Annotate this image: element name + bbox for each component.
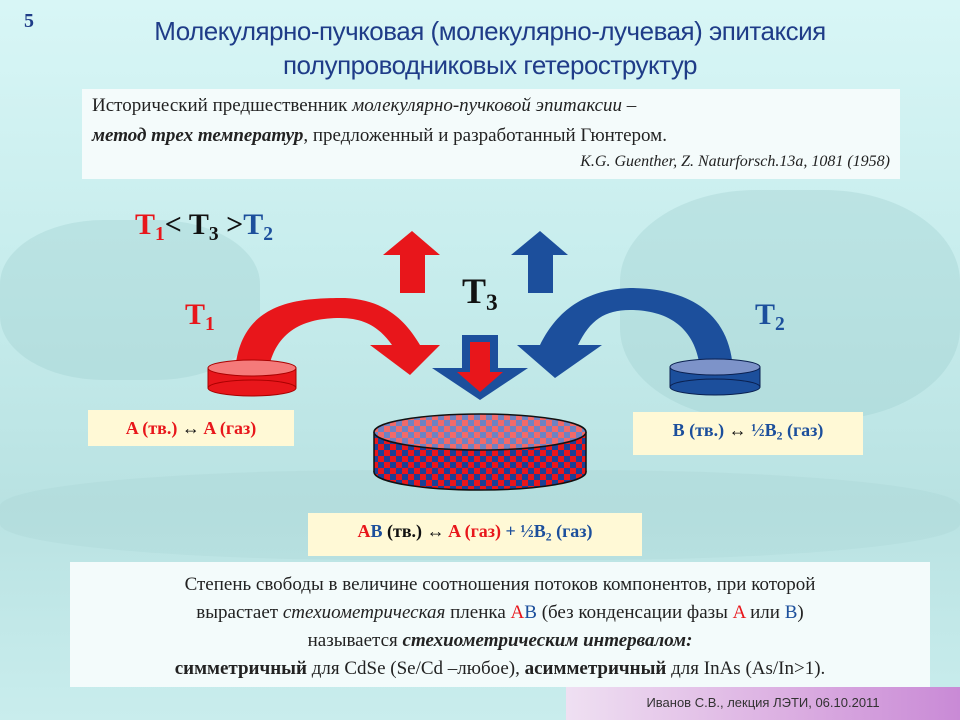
- source-disk-a-icon: [207, 359, 297, 397]
- definition-line-4: симметричный для CdSe (Se/Cd –любое), ас…: [174, 658, 826, 679]
- label-t3: T3: [462, 271, 498, 317]
- history-line-1: Исторический предшественник молекулярно-…: [92, 95, 636, 117]
- definition-line-2: вырастает стехиометрическая пленка AB (б…: [196, 602, 804, 623]
- less-than: <: [164, 208, 189, 241]
- equation-ab: AB (тв.) ↔ A (газ) + ½B2 (газ): [308, 513, 642, 556]
- equation-a: A (тв.) ↔ A (газ): [88, 410, 294, 446]
- definition-line-3: называется стехиометрическим интервалом:: [307, 630, 693, 651]
- citation: K.G. Guenther, Z. Naturforsch.13a, 1081 …: [580, 153, 890, 170]
- t3-symbol: T3: [188, 208, 219, 245]
- background-decor: [0, 220, 260, 380]
- source-disk-b-icon: [669, 358, 761, 396]
- temperature-inequality: T1< T3 >T2: [135, 208, 273, 246]
- title-line-2: полупроводниковых гетероструктур: [282, 50, 698, 80]
- definition-box: Степень свободы в величине соотношения п…: [70, 562, 930, 687]
- t2-symbol: T2: [243, 208, 273, 245]
- title-line-1: Молекулярно-пучковая (молекулярно-лучева…: [154, 16, 826, 46]
- curved-arrow-blue-icon: [517, 288, 733, 378]
- equation-b: B (тв.) ↔ ½B2 (газ): [633, 412, 863, 455]
- down-arrow-t3-icon: [432, 335, 528, 400]
- method-name: метод трех температур: [92, 125, 304, 146]
- label-t2: T2: [755, 298, 785, 335]
- history-text: , предложенный и разработанный Гюнтером.: [303, 125, 667, 146]
- label-t1: T1: [185, 298, 215, 335]
- slide-title: Молекулярно-пучковая (молекулярно-лучева…: [60, 14, 920, 82]
- footer-bar: Иванов С.В., лекция ЛЭТИ, 06.10.2011: [566, 687, 960, 720]
- t1-symbol: T1: [135, 208, 165, 245]
- definition-line-1: Степень свободы в величине соотношения п…: [184, 574, 816, 595]
- substrate-disk-ab-icon: [373, 413, 587, 491]
- history-box: Исторический предшественник молекулярно-…: [82, 89, 900, 179]
- footer-credit: Иванов С.В., лекция ЛЭТИ, 06.10.2011: [646, 695, 880, 710]
- greater-than: >: [218, 208, 244, 241]
- history-italic: молекулярно-пучковой эпитаксии –: [352, 95, 637, 116]
- up-arrow-blue-icon: [511, 231, 568, 293]
- up-arrow-red-icon: [383, 231, 440, 293]
- curved-arrow-red-icon: [235, 298, 440, 375]
- slide-number: 5: [24, 10, 34, 32]
- history-text: Исторический предшественник: [92, 95, 353, 116]
- history-line-2: метод трех температур, предложенный и ра…: [92, 125, 667, 147]
